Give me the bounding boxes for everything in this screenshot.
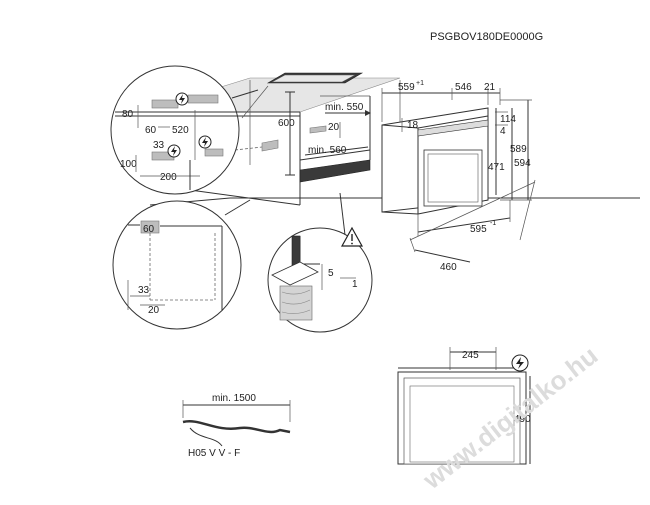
dim-595-tolerance: -1 <box>490 220 496 227</box>
dim-80: 80 <box>122 109 134 120</box>
dim-490: 490 <box>514 414 531 425</box>
zoom-dim-5: 5 <box>328 268 334 279</box>
dim-471: 471 <box>488 162 505 173</box>
dim-460: 460 <box>440 262 457 273</box>
dim-33: 33 <box>153 140 165 151</box>
dim-200: 200 <box>160 172 177 183</box>
dim-21: 21 <box>484 82 496 93</box>
dim-100: 100 <box>120 159 137 170</box>
dim-18: 18 <box>407 120 419 131</box>
zoom-dim-60: 60 <box>143 224 155 235</box>
dim-595: 595 <box>470 224 487 235</box>
dim-559: 559 <box>398 82 415 93</box>
dim-520: 520 <box>172 125 189 136</box>
zoom-dim-33: 33 <box>138 285 150 296</box>
cable-type: H05 V V - F <box>188 448 240 459</box>
cable-line <box>182 420 291 434</box>
dim-114: 114 <box>500 114 516 125</box>
power-plug-icon <box>175 92 189 106</box>
detail-vent-circle: 5 1 <box>267 192 373 333</box>
warning-triangle-icon <box>340 226 364 247</box>
dim-600: 600 <box>278 118 295 129</box>
oven-dimensions: 559 +1 546 21 18 114 4 471 589 594 595 -… <box>381 80 536 273</box>
ventilation-slot <box>299 159 371 183</box>
power-cable: min. 1500 H05 V V - F <box>182 393 291 459</box>
dim-589: 589 <box>510 144 527 155</box>
dim-60: 60 <box>145 125 157 136</box>
dim-4: 4 <box>500 126 506 137</box>
dim-245: 245 <box>462 350 479 361</box>
socket-block <box>261 139 279 152</box>
zoom-dim-20: 20 <box>148 305 160 316</box>
detail-socket-circle: 80 60 520 33 100 200 <box>110 65 259 195</box>
dim-546: 546 <box>455 82 472 93</box>
power-plug-icon-3 <box>167 144 181 158</box>
dim-559-tolerance: +1 <box>416 80 424 87</box>
cable-length: min. 1500 <box>212 393 256 404</box>
oven-front-view: 245 490 <box>397 347 531 465</box>
zoom-dim-1: 1 <box>352 279 358 290</box>
dim-20-top: 20 <box>328 122 340 133</box>
dim-min560: min. 560 <box>308 145 347 156</box>
model-code: PSGBOV180DE0000G <box>430 31 543 43</box>
dim-min550: min. 550 <box>325 102 364 113</box>
dim-594: 594 <box>514 158 531 169</box>
power-plug-icon-2 <box>198 135 212 149</box>
detail-cabinet-circle: 60 33 20 <box>112 199 251 330</box>
power-plug-icon-4 <box>511 354 529 372</box>
